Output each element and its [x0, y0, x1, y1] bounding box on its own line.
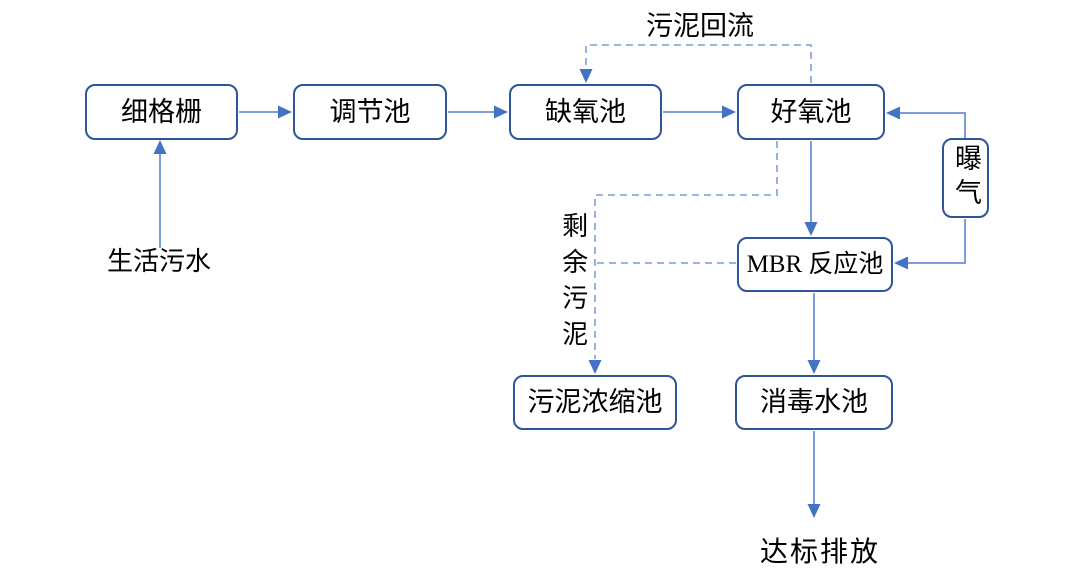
- node-regulating-tank: 调节池: [293, 84, 447, 140]
- node-sludge-thickening-label: 污泥浓缩池: [527, 387, 663, 417]
- edge-sludge-return: [579, 44, 812, 83]
- edge-disinfection-tank-to-discharge: [807, 431, 821, 518]
- label-influent: 生活污水: [107, 247, 212, 276]
- edge-anoxic-tank-to-aerobic-tank: [663, 105, 736, 119]
- node-anoxic-tank-label: 缺氧池: [545, 96, 626, 127]
- node-disinfection-tank: 消毒水池: [735, 375, 893, 430]
- node-aerobic-tank-label: 好氧池: [770, 96, 852, 127]
- edge-influent-to-fine-screen: [153, 140, 167, 248]
- node-fine-screen: 细格栅: [85, 84, 238, 140]
- node-anoxic-tank: 缺氧池: [509, 84, 662, 140]
- label-excess-sludge: 剩余污泥: [558, 212, 588, 356]
- edge-aeration-to-mbr-reactor: [894, 219, 966, 270]
- edge-aeration-to-aerobic-tank: [886, 106, 966, 138]
- node-disinfection-label: 消毒水池: [760, 387, 868, 417]
- node-aeration-label: 曝气: [951, 144, 981, 212]
- edge-fine-screen-to-regulating-tank: [239, 105, 292, 119]
- node-regulating-tank-label: 调节池: [329, 96, 411, 127]
- node-mbr-reactor: MBR 反应池: [737, 237, 893, 292]
- node-aerobic-tank: 好氧池: [737, 84, 885, 140]
- node-fine-screen-label: 细格栅: [121, 96, 202, 127]
- edge-aerobic-tank-to-mbr-reactor: [804, 141, 818, 236]
- node-mbr-reactor-label: MBR 反应池: [746, 251, 884, 278]
- label-sludge-return: 污泥回流: [646, 11, 754, 41]
- node-sludge-thickening-tank: 污泥浓缩池: [513, 375, 677, 430]
- label-discharge: 达标排放: [760, 537, 881, 568]
- edge-regulating-tank-to-anoxic-tank: [448, 105, 508, 119]
- edge-excess-sludge-to-thickening: [588, 141, 778, 374]
- node-aeration: 曝气: [942, 138, 989, 218]
- edge-mbr-reactor-to-disinfection-tank: [807, 293, 821, 374]
